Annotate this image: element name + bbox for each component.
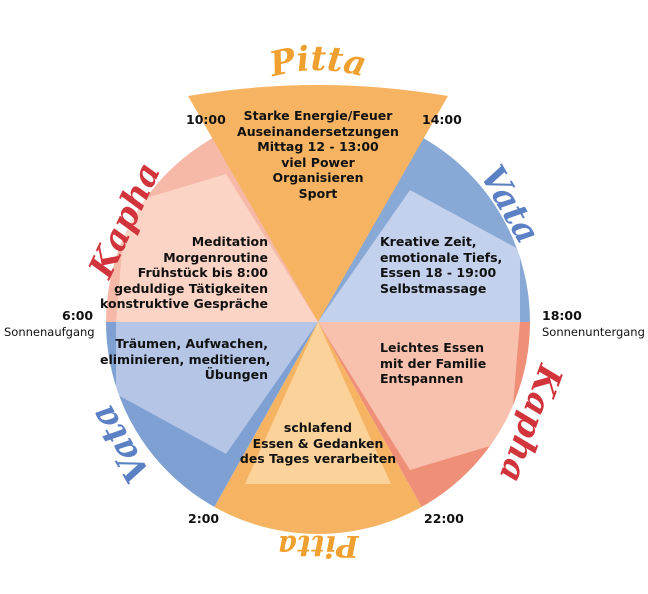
segment-top-line: viel Power bbox=[281, 154, 355, 170]
wedge-upper-right-inner bbox=[318, 190, 520, 322]
segment-upper-left-line: geduldige Tätigkeiten bbox=[114, 280, 268, 296]
segment-upper-right-line: Selbstmassage bbox=[380, 280, 487, 296]
segment-lower-right-line: Leichtes Essen bbox=[380, 340, 485, 355]
segment-top-line: Auseinandersetzungen bbox=[237, 123, 399, 139]
wedge-lower-right-inner bbox=[318, 322, 520, 470]
segment-top-line: Mittag 12 - 13:00 bbox=[257, 139, 379, 154]
segment-upper-left-line: Morgenroutine bbox=[163, 249, 268, 265]
dosha-label-bottom: Pitta bbox=[277, 528, 359, 563]
segment-lower-left-line: eliminieren, meditieren, bbox=[100, 351, 271, 367]
segment-upper-right-text: Kreative Zeit, emotionale Tiefs, Essen 1… bbox=[380, 234, 520, 296]
time-label-1800: 18:00 bbox=[542, 308, 582, 323]
top-cap bbox=[188, 85, 448, 322]
wedge-upper-left-inner bbox=[116, 174, 318, 322]
wedge-bottom-inner bbox=[245, 322, 391, 484]
segment-lower-left-line: Träumen, Aufwachen, bbox=[115, 336, 268, 351]
segment-lower-right-text: Leichtes Essen mit der Familie Entspanne… bbox=[380, 340, 510, 387]
segment-bottom-line: Essen & Gedanken bbox=[252, 435, 384, 451]
segment-top-text: Starke Energie/Feuer Auseinandersetzunge… bbox=[228, 108, 408, 201]
segment-lower-left-line: Übungen bbox=[204, 367, 268, 382]
time-sublabel-sunset: Sonnenuntergang bbox=[542, 325, 645, 339]
segment-lower-right-line: mit der Familie bbox=[380, 355, 487, 371]
segment-top-line: Starke Energie/Feuer bbox=[243, 108, 393, 123]
dosha-label-top: Pitta bbox=[265, 39, 370, 85]
time-label-1400: 14:00 bbox=[422, 112, 462, 127]
time-sublabel-sunrise: Sonnenaufgang bbox=[4, 325, 95, 339]
time-label-2200: 22:00 bbox=[424, 511, 464, 526]
segment-lower-right-line: Entspannen bbox=[380, 371, 464, 386]
wedge-lower-left-inner bbox=[116, 322, 318, 454]
segment-bottom-line: des Tages verarbeiten bbox=[239, 451, 397, 466]
segment-lower-left-text: Träumen, Aufwachen, eliminieren, meditie… bbox=[100, 336, 271, 383]
segment-top-line: Organisieren bbox=[272, 170, 364, 185]
segment-bottom-text: schlafend Essen & Gedanken des Tages ver… bbox=[238, 420, 398, 467]
segment-upper-left-line: Frühstück bis 8:00 bbox=[137, 265, 268, 280]
segment-upper-left-line: Meditation bbox=[191, 234, 268, 249]
time-label-0600: 6:00 bbox=[62, 308, 94, 323]
segment-upper-right-line: Essen 18 - 19:00 bbox=[380, 265, 497, 280]
segment-upper-left-text: Meditation Morgenroutine Frühstück bis 8… bbox=[100, 234, 268, 312]
time-label-1000: 10:00 bbox=[186, 112, 226, 127]
segment-upper-right-line: emotionale Tiefs, bbox=[380, 249, 503, 265]
segment-bottom-line: schlafend bbox=[283, 420, 353, 435]
segment-top-line: Sport bbox=[298, 185, 338, 201]
segment-upper-right-line: Kreative Zeit, bbox=[380, 234, 477, 249]
time-label-0200: 2:00 bbox=[188, 511, 220, 526]
segment-upper-left-line: konstruktive Gespräche bbox=[100, 296, 269, 311]
